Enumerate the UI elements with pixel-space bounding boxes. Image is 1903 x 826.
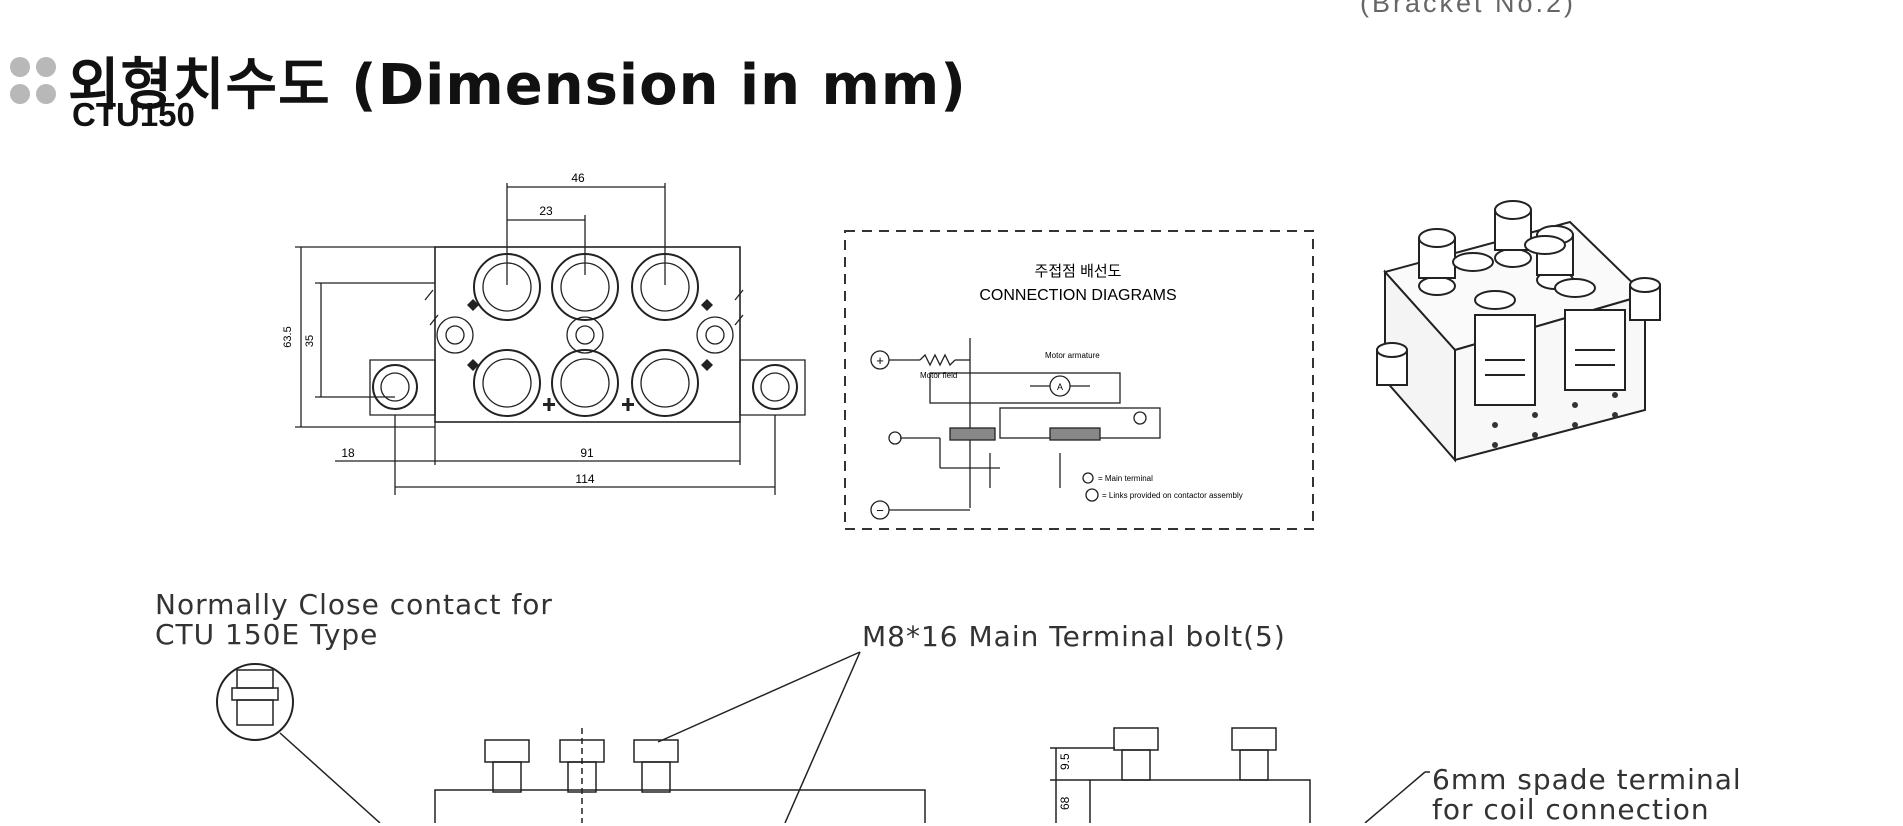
bracket-note: (Bracket No.2) — [1360, 0, 1577, 18]
section-heading: 외형치수도 (Dimension in mm) — [10, 40, 967, 121]
motor-armature-label: Motor armature — [1045, 351, 1100, 360]
nc-contact-note: Normally Close contact for CTU 150E Type — [155, 590, 553, 650]
dim-114-label: 114 — [575, 472, 594, 486]
isometric-view-drawing — [1376, 200, 1661, 463]
spade-terminal-line2: for coil connection — [1432, 793, 1710, 826]
motor-field-label: Motor field — [920, 371, 957, 380]
dim-18-label: 18 — [341, 446, 355, 460]
negative-terminal-symbol: − — [876, 503, 884, 518]
armature-symbol: A — [1057, 382, 1063, 392]
bullet-dots-icon — [10, 56, 58, 105]
main-terminal-bolt-note: M8*16 Main Terminal bolt(5) — [862, 620, 1286, 653]
links-legend: = Links provided on contactor assembly — [1102, 491, 1243, 500]
connection-diagram-title-ko: 주접점 배선도 — [1035, 263, 1122, 280]
dim-23-label: 23 — [539, 204, 553, 218]
connection-diagram-title-en: CONNECTION DIAGRAMS — [979, 287, 1176, 304]
connection-diagram: 주접점 배선도 CONNECTION DIAGRAMS + − Motor fi… — [844, 230, 1314, 530]
dim-46-label: 46 — [571, 171, 585, 185]
page-title: 외형치수도 (Dimension in mm) — [68, 53, 967, 118]
main-terminal-legend: = Main terminal — [1098, 474, 1153, 483]
nc-contact-line1: Normally Close contact for — [155, 588, 553, 621]
dim-95-label: 9.5 — [1058, 753, 1072, 770]
dim-635-label: 63.5 — [282, 326, 294, 347]
positive-terminal-symbol: + — [876, 353, 884, 368]
nc-contact-line2: CTU 150E Type — [155, 618, 379, 651]
dim-35-label: 35 — [304, 335, 316, 347]
spade-terminal-line1: 6mm spade terminal — [1432, 763, 1742, 796]
spade-terminal-note: 6mm spade terminal for coil connection — [1432, 765, 1742, 825]
side-view-drawing: 9.5 68 — [216, 651, 1430, 823]
dim-68-label: 68 — [1058, 796, 1072, 810]
dim-91-label: 91 — [580, 446, 594, 460]
model-subtitle: CTU150 — [72, 96, 195, 133]
top-view-drawing: 46 23 63.5 35 18 91 114 — [282, 171, 806, 495]
